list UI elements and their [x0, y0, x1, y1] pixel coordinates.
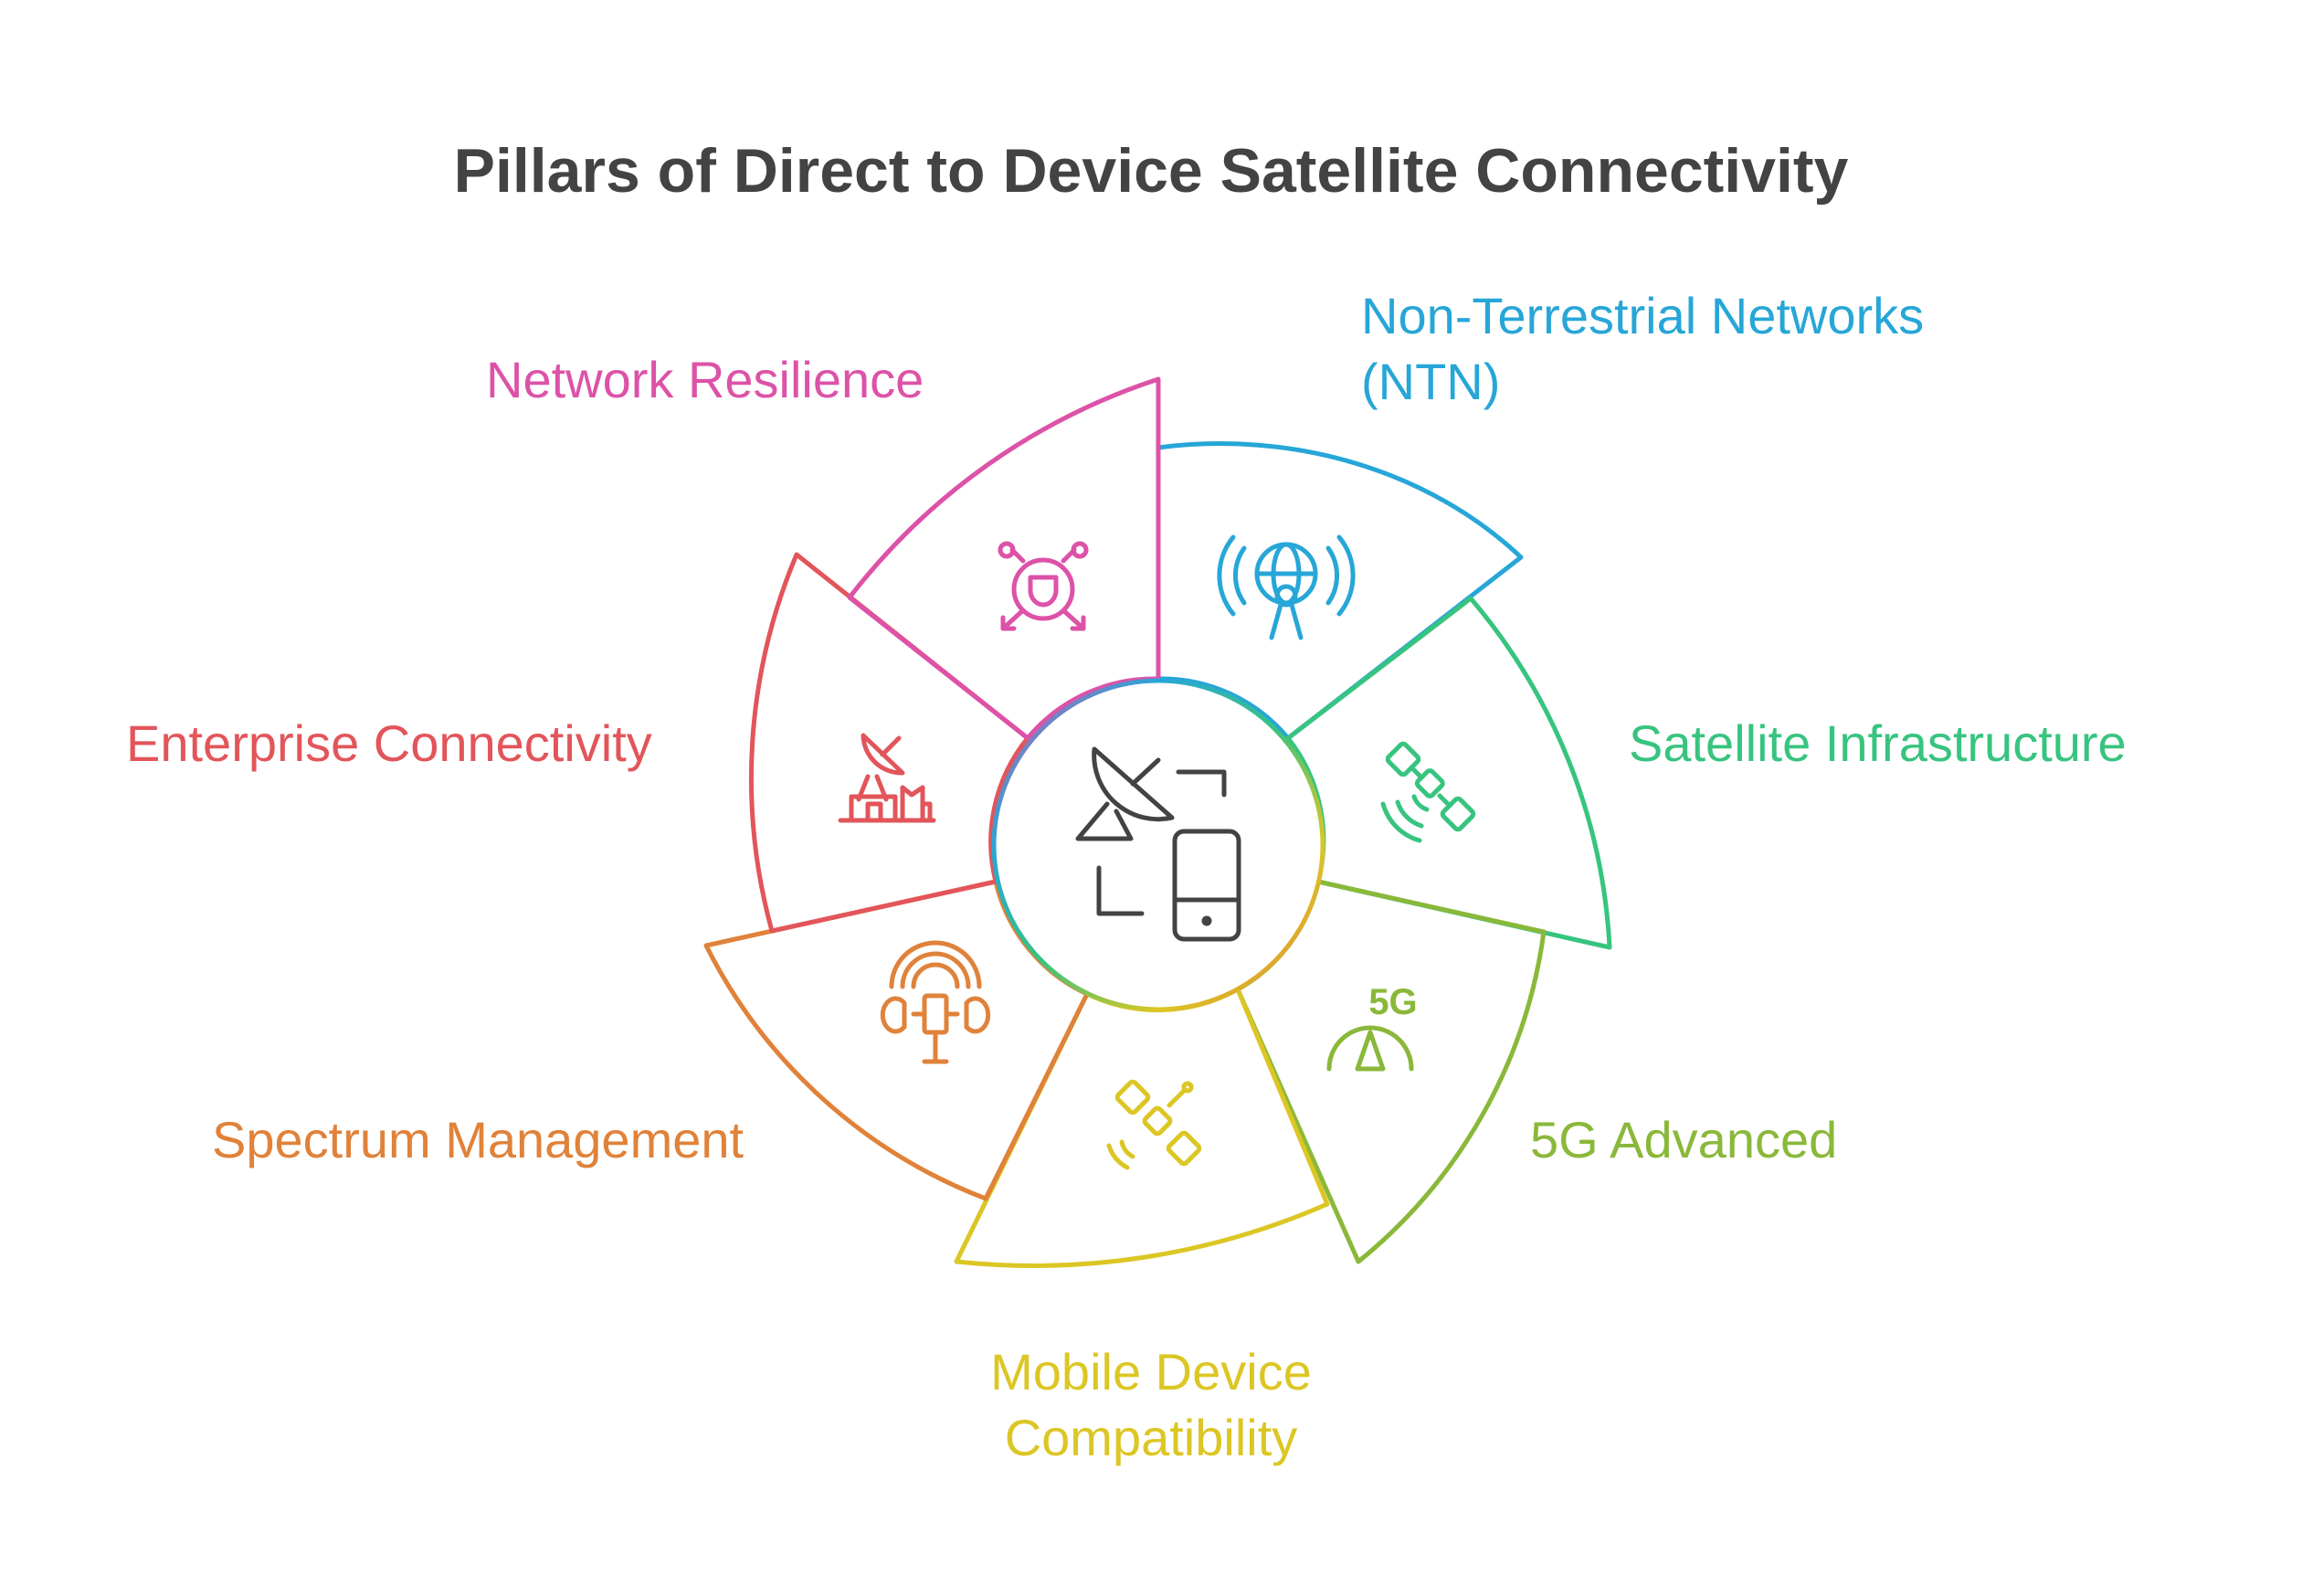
5g-gauge-icon: [1326, 1025, 1414, 1072]
label-ntn-line1: Non-Terrestrial Networks: [1361, 287, 1925, 344]
segment-ntn: [1156, 441, 1524, 741]
segment-satellite-infrastructure: [1285, 596, 1612, 950]
5g-icon-text: 5G: [1368, 982, 1417, 1022]
label-network-resilience: Network Resilience: [486, 347, 924, 413]
label-5g-advanced-line1: 5G Advanced: [1530, 1111, 1838, 1168]
label-ntn-line2: (NTN): [1361, 353, 1501, 410]
center-ring: [991, 678, 1325, 1012]
segment-mobile-device: [954, 987, 1330, 1268]
label-network-resilience-line1: Network Resilience: [486, 351, 924, 408]
label-mobile-device-line1: Mobile Device: [990, 1343, 1312, 1400]
label-satellite-infrastructure: Satellite Infrastructure: [1629, 711, 2127, 777]
dish-phone-sync-icon: [1075, 746, 1241, 942]
segment-enterprise-connectivity: [749, 552, 1030, 934]
label-enterprise-connectivity-line1: Enterprise Connectivity: [126, 714, 652, 772]
segment-network-resilience: [847, 376, 1161, 741]
label-enterprise-connectivity: Enterprise Connectivity: [126, 711, 652, 777]
satellite-signal-icon: [1106, 1079, 1202, 1170]
label-spectrum-management-line1: Spectrum Management: [212, 1111, 744, 1168]
label-5g-advanced: 5G Advanced: [1530, 1107, 1837, 1173]
shield-network-icon: [998, 541, 1089, 631]
page-title: Pillars of Direct to Device Satellite Co…: [453, 136, 1849, 206]
label-mobile-device: Mobile Device Compatibility: [0, 1339, 2302, 1471]
satellite-icon: [1380, 741, 1476, 843]
label-mobile-device-line2: Compatibility: [1004, 1409, 1298, 1466]
satellite-dish-building-icon: [838, 733, 936, 823]
label-satellite-infrastructure-line1: Satellite Infrastructure: [1629, 714, 2127, 772]
signal-tower-icon: [880, 940, 991, 1064]
label-ntn: Non-Terrestrial Networks (NTN): [1361, 283, 1924, 415]
label-spectrum-management: Spectrum Management: [212, 1107, 744, 1173]
globe-antenna-icon: [1217, 534, 1356, 640]
